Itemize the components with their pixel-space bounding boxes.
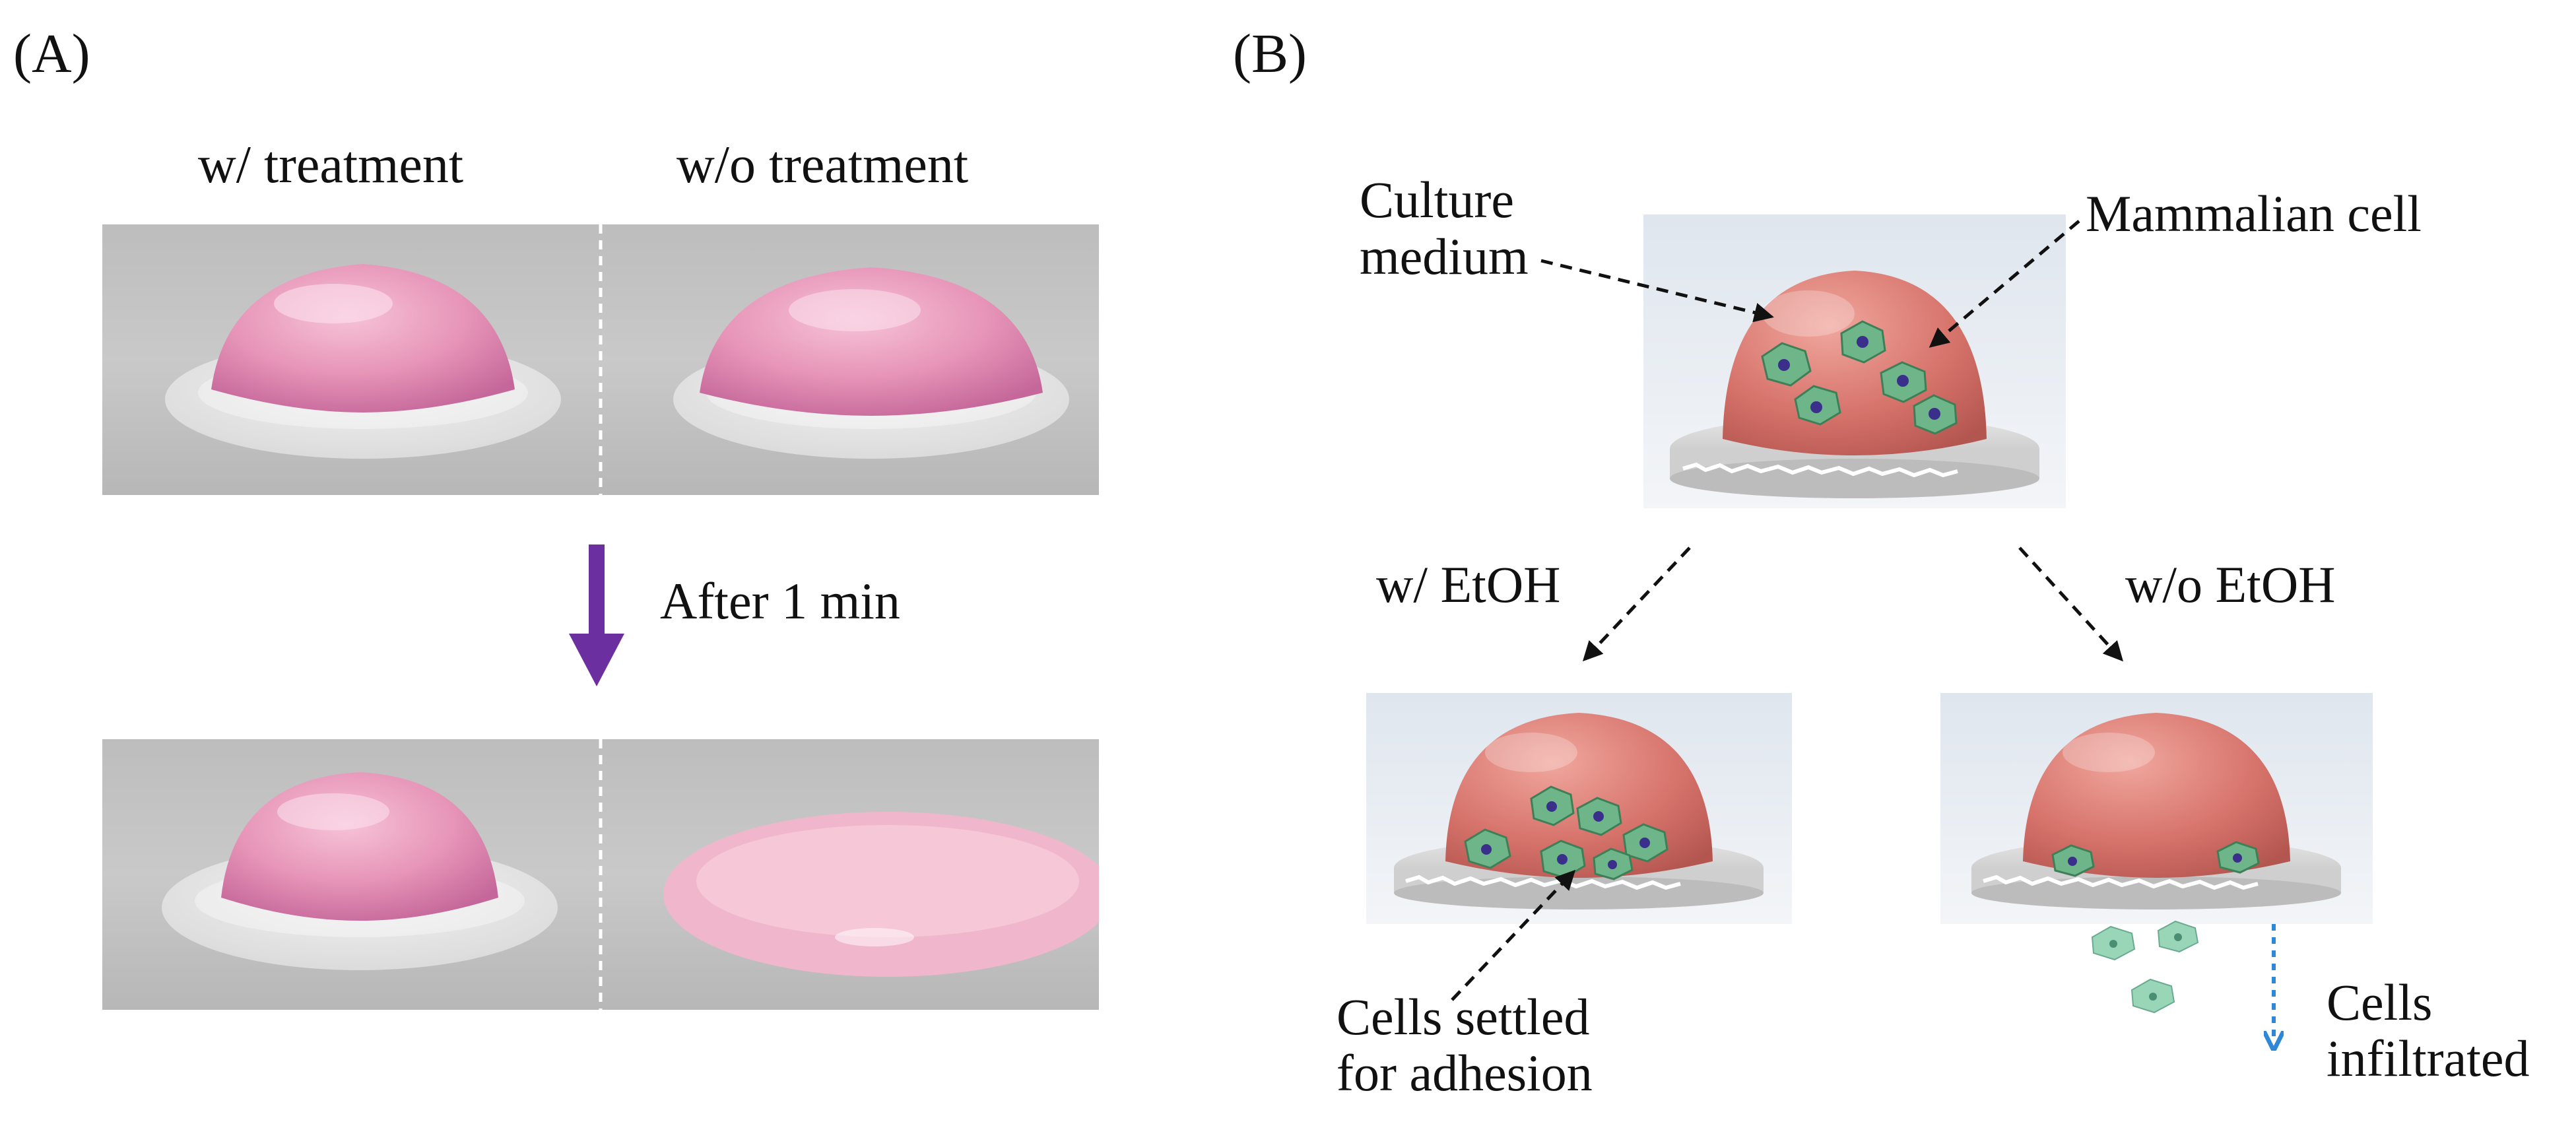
column-header-with-treatment: w/ treatment: [198, 136, 464, 194]
cells-infiltrated-label-line1: Cells: [2327, 974, 2433, 1031]
photo-before: [102, 224, 1099, 495]
cells-settled-label-line1: Cells settled: [1337, 988, 1590, 1045]
culture-medium-label-line2: medium: [1360, 228, 1529, 285]
with-etoh-arrow: [1582, 546, 1691, 662]
panel-b-label: (B): [1233, 23, 1307, 84]
infiltrated-cells-group: [2091, 920, 2199, 1014]
without-etoh-label: w/o EtOH: [2125, 556, 2336, 613]
cells-settled-label-line2: for adhesion: [1337, 1044, 1593, 1102]
mammalian-cell-label: Mammalian cell: [2086, 185, 2422, 242]
panel-a-label: (A): [13, 23, 90, 84]
after-1-min-arrow: [569, 544, 624, 686]
photo-after: [102, 739, 1099, 1010]
hemisphere-with-cells: [1643, 214, 2066, 508]
cells-infiltrated-label-line2: infiltrated: [2327, 1030, 2530, 1087]
column-header-without-treatment: w/o treatment: [677, 136, 969, 194]
after-time-label: After 1 min: [660, 572, 900, 630]
hemisphere-cells-settled: [1366, 693, 1792, 924]
hemisphere-cells-infiltrated: [1940, 693, 2373, 924]
without-etoh-arrow: [2018, 546, 2124, 662]
culture-medium-label-line1: Culture: [1360, 171, 1514, 228]
with-etoh-label: w/ EtOH: [1376, 556, 1561, 613]
